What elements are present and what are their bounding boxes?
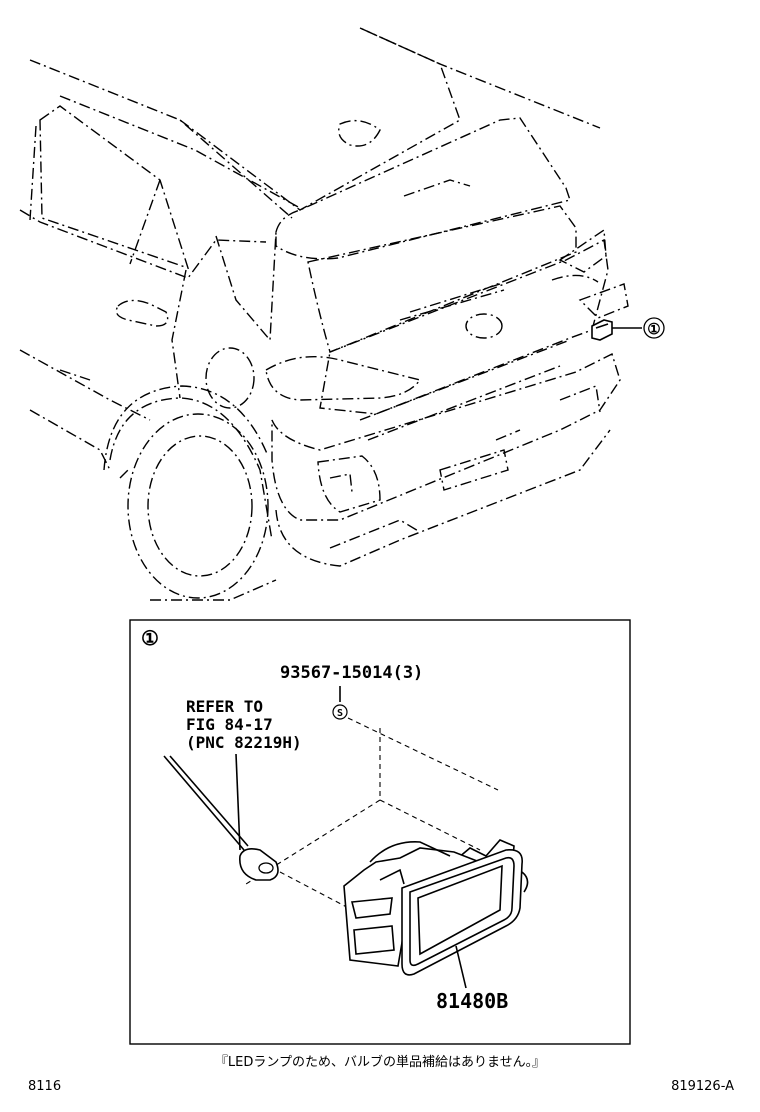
callout-1: ① [643, 317, 665, 339]
lamp-assembly [343, 839, 529, 976]
page-reference: 8116 [28, 1079, 61, 1094]
footnote: 『LEDランプのため、バルブの単品補給はありません。』 [215, 1054, 545, 1070]
callout-1-label: ① [647, 320, 660, 338]
screw-part-number: 93567-15014(3) [280, 663, 423, 683]
refer-to-line-1: REFER TO [186, 697, 263, 716]
connector-harness [163, 755, 361, 915]
svg-text:S: S [337, 708, 343, 719]
detail-box: ① 93567-15014(3) S REFER TO FIG 84-17 (P… [129, 619, 631, 1045]
refer-to-line-3: (PNC 82219H) [186, 733, 302, 752]
refer-to-line-2: FIG 84-17 [186, 715, 273, 734]
detail-box-marker: ① [141, 626, 159, 650]
lamp-part-number: 81480B [436, 989, 508, 1013]
diagram-reference: 819126-A [671, 1079, 734, 1094]
vehicle-rear-illustration [19, 27, 642, 601]
screw-symbol-icon: S [332, 704, 348, 720]
lamp-location-mark [591, 319, 613, 341]
